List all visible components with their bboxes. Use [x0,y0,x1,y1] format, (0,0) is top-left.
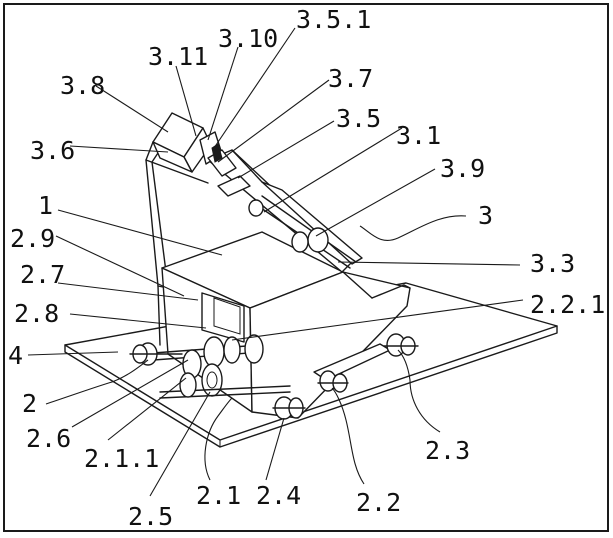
label-3-3: 3.3 [530,249,575,278]
part-labels: 3.5.1 3.10 3.11 3.7 3.8 3.5 3.1 3.6 3.9 … [8,5,605,531]
label-3-1: 3.1 [396,121,441,150]
label-2-8: 2.8 [14,299,59,328]
label-2-5: 2.5 [128,502,173,531]
label-3-10: 3.10 [218,24,278,53]
label-2-9: 2.9 [10,224,55,253]
label-3-8: 3.8 [60,71,105,100]
label-3-6: 3.6 [30,136,75,165]
label-2-4: 2.4 [256,481,301,510]
leader-lines [27,27,524,497]
label-2-2: 2.2 [356,488,401,517]
left-roller [129,342,183,366]
label-3-5-1: 3.5.1 [296,5,371,34]
roller-2-4 [272,396,306,420]
label-2-7: 2.7 [20,260,65,289]
label-2-1-1: 2.1.1 [84,444,159,473]
label-2-2-1: 2.2.1 [530,290,605,319]
label-2: 2 [22,389,37,418]
roller-2-2 [313,343,391,393]
label-3-9: 3.9 [440,154,485,183]
label-2-6: 2.6 [26,424,71,453]
label-2-3: 2.3 [425,436,470,465]
gear-train [139,334,291,399]
label-4: 4 [8,341,23,370]
label-3-5: 3.5 [336,104,381,133]
label-3-7: 3.7 [328,64,373,93]
label-3: 3 [478,201,493,230]
inclined-arm [207,149,363,273]
drawing-border [3,3,609,532]
label-1: 1 [38,191,53,220]
label-2-1: 2.1 [196,481,241,510]
label-3-11: 3.11 [148,42,208,71]
roller-2-3 [383,333,419,357]
